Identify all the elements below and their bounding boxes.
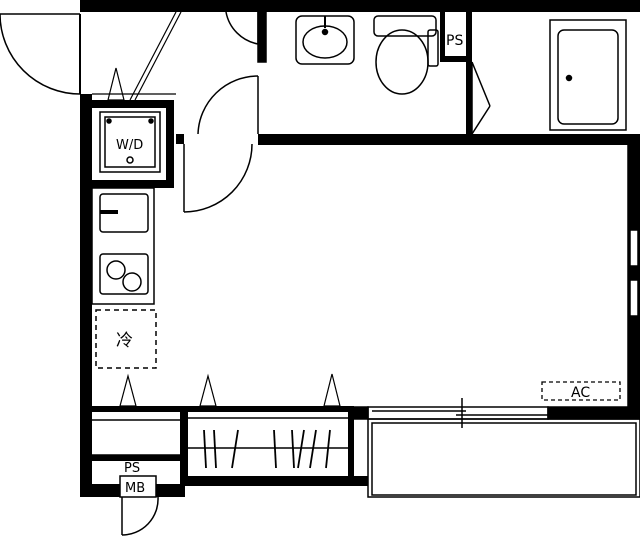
shoe-cabinet-marker <box>107 67 125 101</box>
washer-dryer-label: W/D <box>116 138 143 153</box>
air-conditioner-label: AC <box>571 385 590 401</box>
wall-bottom-mid <box>185 476 368 486</box>
storage-markers <box>119 373 341 407</box>
pipe-space-label-top: PS <box>446 33 463 49</box>
toilet <box>373 15 439 95</box>
wall-bath-left <box>466 12 472 134</box>
bathroom-door[interactable] <box>471 61 491 135</box>
refrigerator-label: 冷 <box>116 331 133 351</box>
closet-hangers <box>203 429 331 469</box>
wall-storage-top <box>180 406 352 412</box>
balcony <box>367 418 640 498</box>
wall-storage-left <box>180 406 188 486</box>
wall-ps-bottom <box>440 56 472 62</box>
room-door[interactable] <box>183 143 253 213</box>
meter-box <box>119 475 157 498</box>
bathtub <box>549 19 627 131</box>
closet-main[interactable] <box>188 417 348 449</box>
wall-ps-left <box>440 12 445 62</box>
entry-step <box>92 11 182 101</box>
wall-wd-bottom <box>92 180 174 188</box>
wall-wd-right <box>166 100 174 188</box>
washbasin <box>295 15 355 65</box>
washer-dryer <box>99 111 161 173</box>
entrance-door[interactable] <box>0 13 81 95</box>
wall-entry-pillar <box>176 134 184 144</box>
wall-wd-top <box>92 100 174 108</box>
wall-closet-top <box>92 406 180 412</box>
wall-bath-bottom <box>258 134 640 145</box>
air-conditioner <box>541 381 621 401</box>
closet-left[interactable] <box>92 419 180 456</box>
meter-box-door[interactable] <box>121 496 159 536</box>
pipe-space-label-bottom: PS <box>124 461 140 476</box>
wall-ps-box-top <box>92 455 185 461</box>
refrigerator <box>95 309 157 369</box>
right-wall-window <box>627 144 640 408</box>
wall-top <box>80 0 640 12</box>
hall-door[interactable] <box>197 75 259 135</box>
washroom-door[interactable] <box>225 11 267 63</box>
meter-box-label: MB <box>125 481 145 496</box>
wall-left <box>80 94 92 497</box>
wall-storage-right <box>348 406 354 486</box>
stove <box>99 253 149 295</box>
kitchen-counter <box>91 187 155 305</box>
